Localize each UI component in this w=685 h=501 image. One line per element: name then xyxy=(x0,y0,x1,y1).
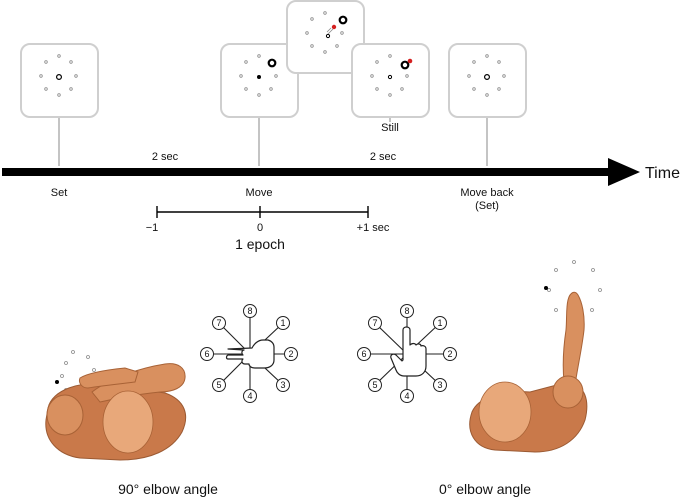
svg-text:3: 3 xyxy=(437,380,442,390)
center-cursor xyxy=(55,380,59,384)
direction-label-8: 8 xyxy=(243,304,257,318)
panel-still xyxy=(351,43,430,118)
direction-label-6: 6 xyxy=(200,347,214,361)
event-label-move: Move xyxy=(246,187,273,199)
goal-target xyxy=(338,15,348,25)
direction-label-6: 6 xyxy=(357,347,371,361)
direction-label-5: 5 xyxy=(212,378,226,392)
event-label-move-back-sub: (Set) xyxy=(475,200,499,212)
panel-moving xyxy=(286,0,365,74)
target-ring xyxy=(39,54,78,97)
svg-text:5: 5 xyxy=(372,380,377,390)
direction-label-8: 8 xyxy=(400,304,414,318)
body-figure-0deg xyxy=(469,260,602,453)
target-ring xyxy=(467,54,506,97)
still-label: Still xyxy=(381,122,399,134)
direction-diagram-left: 1 2 3 4 5 6 7 8 xyxy=(200,304,298,403)
direction-label-5: 5 xyxy=(368,378,382,392)
epoch-tick-label-end: +1 sec xyxy=(357,222,390,234)
svg-text:8: 8 xyxy=(404,306,409,316)
posture-caption-0deg: 0° elbow angle xyxy=(439,481,531,497)
svg-text:2: 2 xyxy=(447,349,452,359)
panel-move-back xyxy=(448,43,527,118)
svg-text:7: 7 xyxy=(216,318,221,328)
direction-label-2: 2 xyxy=(443,347,457,361)
goal-target xyxy=(267,58,277,68)
hand-cursor xyxy=(544,286,548,290)
target-ring xyxy=(370,54,409,97)
event-label-move-back: Move back xyxy=(460,187,514,199)
interval-label-1: 2 sec xyxy=(152,151,179,163)
direction-label-7: 7 xyxy=(212,316,226,330)
svg-text:7: 7 xyxy=(372,318,377,328)
svg-text:5: 5 xyxy=(216,380,221,390)
direction-label-3: 3 xyxy=(276,378,290,392)
body-figure-90deg xyxy=(45,350,187,461)
target-ring xyxy=(305,11,344,54)
center-cursor xyxy=(55,73,62,80)
direction-label-1: 1 xyxy=(433,316,447,330)
time-arrow xyxy=(2,158,640,186)
direction-diagram-right: 1 2 3 4 5 6 7 8 xyxy=(357,304,457,403)
svg-text:1: 1 xyxy=(437,318,442,328)
svg-text:8: 8 xyxy=(247,306,252,316)
svg-text:4: 4 xyxy=(404,391,409,401)
panel-move xyxy=(220,43,299,118)
direction-label-1: 1 xyxy=(276,316,290,330)
start-point xyxy=(387,74,393,80)
epoch-tick-label-start: −1 xyxy=(146,222,159,234)
start-point xyxy=(325,33,331,39)
moving-cursor xyxy=(331,24,337,30)
svg-text:2: 2 xyxy=(288,349,293,359)
interval-label-2: 2 sec xyxy=(370,151,397,163)
epoch-label: 1 epoch xyxy=(235,236,285,252)
goal-target xyxy=(400,60,410,70)
hand-cursor xyxy=(257,75,261,79)
svg-text:1: 1 xyxy=(280,318,285,328)
direction-label-4: 4 xyxy=(400,389,414,403)
target-ring xyxy=(239,54,278,97)
svg-text:6: 6 xyxy=(361,349,366,359)
panel-set xyxy=(20,43,99,118)
center-cursor xyxy=(484,73,491,80)
svg-text:3: 3 xyxy=(280,380,285,390)
svg-text:6: 6 xyxy=(204,349,209,359)
posture-caption-90deg: 90° elbow angle xyxy=(118,481,218,497)
target-ring xyxy=(547,260,602,312)
direction-label-3: 3 xyxy=(433,378,447,392)
time-axis-label: Time xyxy=(645,165,680,182)
event-label-set: Set xyxy=(51,187,68,199)
pointing-hand-horizontal-icon xyxy=(225,339,275,369)
direction-label-2: 2 xyxy=(284,347,298,361)
epoch-scale xyxy=(156,206,369,218)
svg-text:4: 4 xyxy=(247,391,252,401)
pointing-hand-vertical-icon xyxy=(390,326,427,377)
direction-label-4: 4 xyxy=(243,389,257,403)
held-cursor xyxy=(407,58,413,64)
motion-trail xyxy=(326,27,334,35)
epoch-tick-label-zero: 0 xyxy=(257,222,263,234)
direction-label-7: 7 xyxy=(368,316,382,330)
